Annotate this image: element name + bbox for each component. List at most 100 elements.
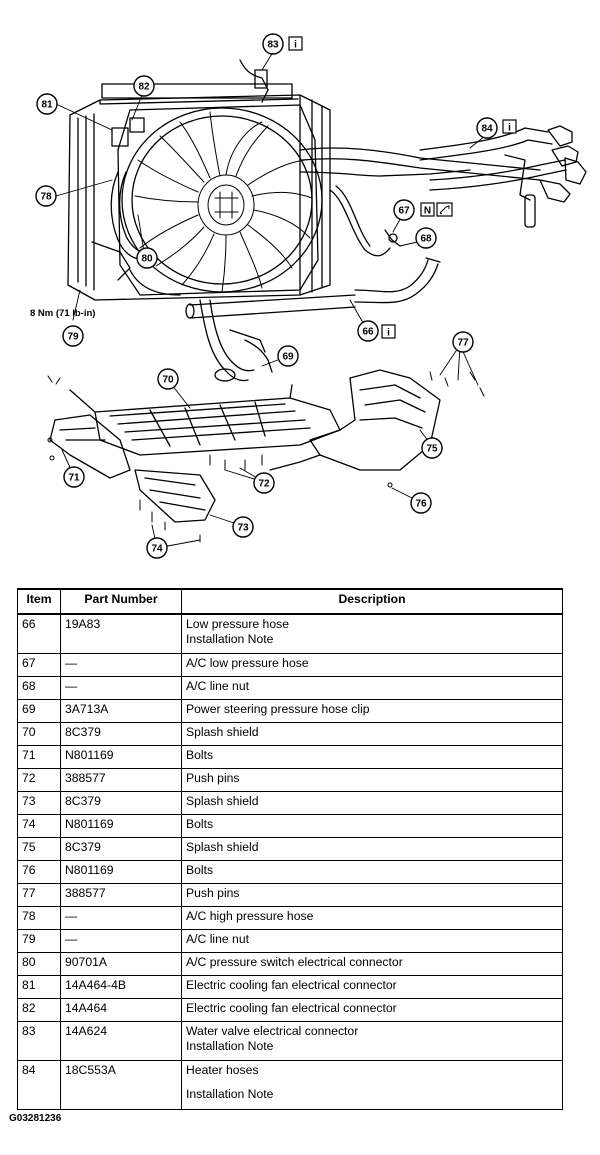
item-cell: 77	[17, 883, 61, 907]
table-row: 68—A/C line nut	[17, 676, 563, 700]
callout-67: 67	[393, 199, 415, 221]
description-text: Power steering pressure hose clip	[186, 702, 370, 716]
callout-66: 66	[357, 320, 379, 342]
description-text: Splash shield	[186, 725, 259, 739]
item-cell: 68	[17, 676, 61, 700]
part-number-cell: —	[60, 929, 182, 953]
description-cell: Power steering pressure hose clip	[181, 699, 563, 723]
description-text: Electric cooling fan electrical connecto…	[186, 1001, 397, 1015]
item-cell: 73	[17, 791, 61, 815]
heater-hoses	[419, 125, 587, 228]
part-number-cell: 14A624	[60, 1021, 182, 1061]
n-glyph: N	[424, 206, 431, 217]
callout-number: 68	[420, 234, 432, 245]
description-text: A/C high pressure hose	[186, 909, 314, 923]
item-cell: 76	[17, 860, 61, 884]
info-glyph: i	[387, 328, 390, 339]
part-number-cell: 388577	[60, 883, 182, 907]
description-cell: Push pins	[181, 883, 563, 907]
item-cell: 70	[17, 722, 61, 746]
description-text: A/C line nut	[186, 679, 250, 693]
description-cell: A/C high pressure hose	[181, 906, 563, 930]
item-cell: 81	[17, 975, 61, 999]
callout-82: 82	[133, 75, 155, 97]
callout-73: 73	[232, 516, 254, 538]
description-text: Water valve electrical connector	[186, 1024, 359, 1038]
part-number-cell: 90701A	[60, 952, 182, 976]
description-text: A/C low pressure hose	[186, 656, 309, 670]
callout-71: 71	[63, 466, 85, 488]
description-text: Bolts	[186, 817, 214, 831]
description-cell: Bolts	[181, 860, 563, 884]
splash-shield-71	[49, 414, 131, 479]
part-number-cell: N801169	[60, 745, 182, 769]
description-text: Bolts	[186, 748, 214, 762]
description-cell: Bolts	[181, 745, 563, 769]
callout-84: 84	[476, 117, 498, 139]
power-steering-line	[185, 294, 356, 382]
info-icon-66: i	[381, 324, 396, 339]
callout-75: 75	[421, 437, 443, 459]
callout-number: 77	[457, 338, 469, 349]
callout-number: 80	[141, 254, 153, 265]
description-cell: Electric cooling fan electrical connecto…	[181, 975, 563, 999]
callout-number: 82	[138, 82, 150, 93]
part-number-cell: —	[60, 906, 182, 930]
description-text: Push pins	[186, 886, 240, 900]
callout-70: 70	[157, 368, 179, 390]
callout-68: 68	[415, 227, 437, 249]
table-row: 67—A/C low pressure hose	[17, 653, 563, 677]
callout-number: 71	[68, 473, 80, 484]
callout-number: 83	[267, 40, 279, 51]
callout-72: 72	[253, 472, 275, 494]
description-cell: A/C low pressure hose	[181, 653, 563, 677]
header-part-number: Part Number	[60, 588, 182, 615]
item-cell: 80	[17, 952, 61, 976]
description-text: Push pins	[186, 771, 240, 785]
splash-shield-75	[269, 369, 441, 471]
splash-shield-73	[134, 469, 216, 523]
description-text: Low pressure hose	[186, 617, 289, 631]
item-cell: 83	[17, 1021, 61, 1061]
part-number-cell: 14A464	[60, 998, 182, 1022]
part-number-cell: 8C379	[60, 837, 182, 861]
part-number-cell: 388577	[60, 768, 182, 792]
header-item: Item	[17, 588, 61, 615]
callout-81: 81	[36, 93, 58, 115]
wrench-icon-67	[436, 202, 453, 217]
item-cell: 69	[17, 699, 61, 723]
description-cell: A/C pressure switch electrical connector	[181, 952, 563, 976]
description-text: Splash shield	[186, 794, 259, 808]
installation-note: Installation Note	[186, 1039, 274, 1053]
description-text: Heater hoses	[186, 1063, 259, 1077]
splash-shield-70	[69, 384, 341, 456]
callout-76: 76	[410, 492, 432, 514]
callout-83: 83	[262, 33, 284, 55]
description-cell: A/C line nut	[181, 929, 563, 953]
info-glyph: i	[508, 123, 511, 134]
callout-number: 79	[67, 332, 79, 343]
description-text: Electric cooling fan electrical connecto…	[186, 978, 397, 992]
part-number-cell: N801169	[60, 814, 182, 838]
figure-code: G03281236	[9, 1113, 62, 1124]
part-number-cell: 3A713A	[60, 699, 182, 723]
callout-79: 79	[62, 325, 84, 347]
description-cell: Bolts	[181, 814, 563, 838]
callout-number: 78	[40, 192, 52, 203]
callout-number: 74	[151, 544, 163, 555]
item-cell: 72	[17, 768, 61, 792]
item-cell: 67	[17, 653, 61, 677]
